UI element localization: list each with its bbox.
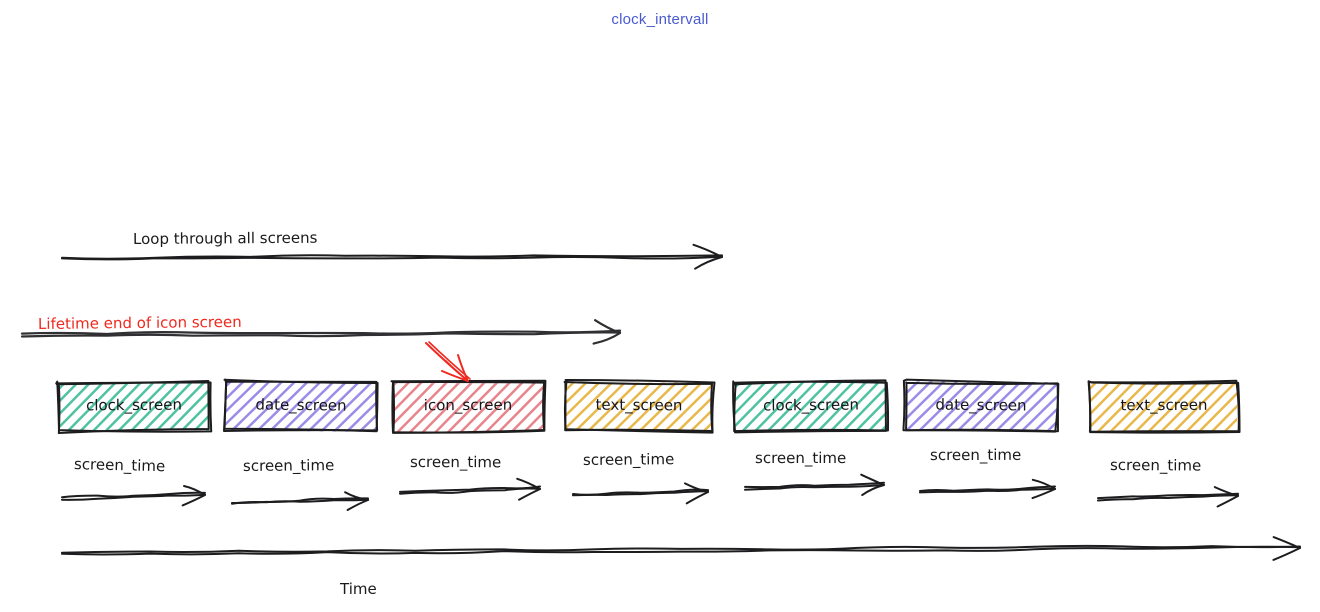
screen-time-arrow-6 <box>919 478 1056 500</box>
screen-box-hitarea-icon[interactable] <box>392 382 544 431</box>
screen-box-icon[interactable] <box>390 379 547 434</box>
lifetime-end-label: Lifetime end of icon screen <box>37 312 242 333</box>
screen-time-label: screen_time <box>73 455 166 476</box>
time-axis-label: Time <box>340 580 377 598</box>
screen-box-text[interactable] <box>563 378 716 434</box>
screen-box-hitarea-clock[interactable] <box>735 382 887 431</box>
loop-through-label: Loop through all screens <box>132 228 318 248</box>
screen-time-label: screen_time <box>409 453 502 472</box>
arrows-layer <box>20 243 1301 561</box>
time-axis-arrow <box>61 536 1301 561</box>
screen-box-hitarea-date[interactable] <box>225 382 377 431</box>
screen-time-arrow-5 <box>744 473 885 497</box>
screen-boxes-layer <box>55 378 1241 435</box>
screen-box-hitarea-text[interactable] <box>1090 382 1238 431</box>
screen-box-hitarea-date[interactable] <box>905 382 1057 431</box>
screen-box-hitarea-text[interactable] <box>565 382 713 431</box>
screen-box-date[interactable] <box>222 378 379 433</box>
screen-time-arrow-2 <box>231 491 369 511</box>
page-title: clock_intervall <box>611 11 709 28</box>
screen-time-label: screen_time <box>754 448 847 467</box>
screen-box-hitarea-clock[interactable] <box>58 382 210 431</box>
screen-time-label: screen_time <box>242 456 335 475</box>
screen-box-clock[interactable] <box>55 379 213 435</box>
screen-time-label: screen_time <box>1109 456 1202 475</box>
screen-time-label: screen_time <box>929 445 1022 464</box>
screen-box-text[interactable] <box>1087 379 1241 434</box>
screen-time-arrow-3 <box>399 477 541 501</box>
screen-time-arrow-4 <box>572 482 709 505</box>
lifetime-end-arrow <box>20 319 622 345</box>
screen-time-label: screen_time <box>582 450 675 469</box>
red-pointer-arrow <box>425 341 471 382</box>
screen-time-arrow-1 <box>61 485 206 507</box>
screen-time-arrow-7 <box>1097 486 1239 508</box>
screen-box-date[interactable] <box>902 378 1060 433</box>
loop-through-arrow <box>61 243 723 270</box>
screen-box-clock[interactable] <box>732 379 890 434</box>
